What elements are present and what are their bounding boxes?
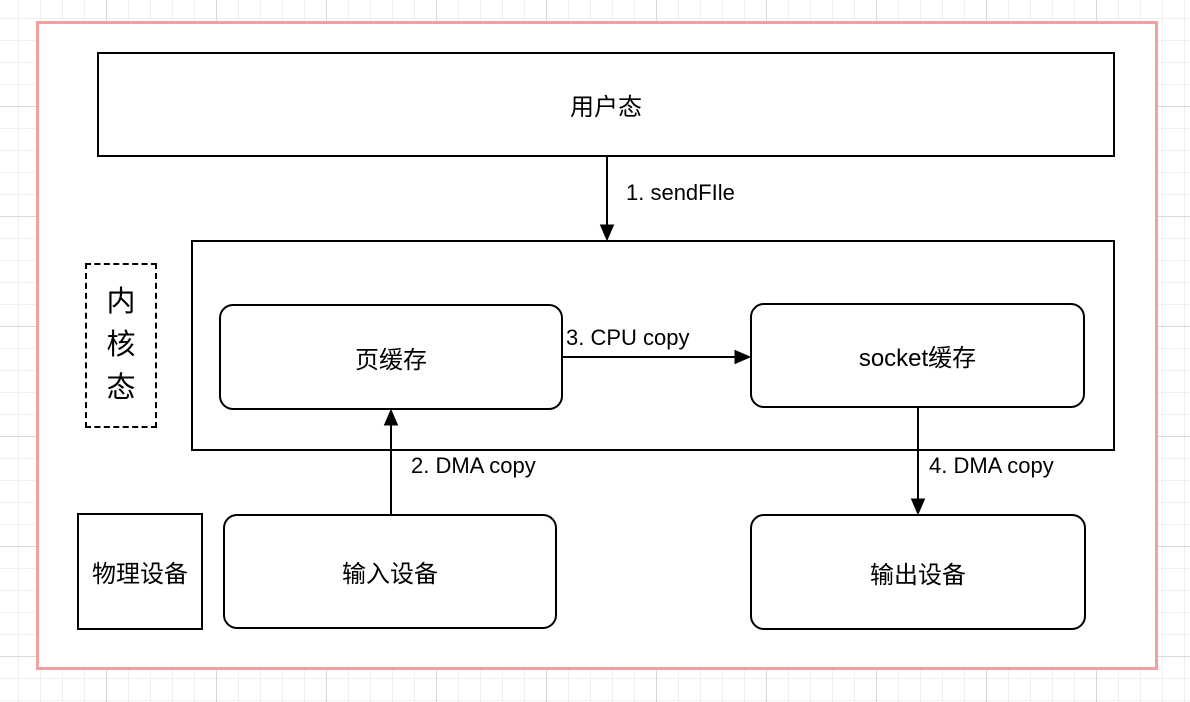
node-output-device-label: 输出设备 bbox=[870, 561, 966, 589]
edge-cpu-copy-label: 3. CPU copy bbox=[566, 325, 690, 350]
node-user-mode[interactable]: 用户态 bbox=[97, 52, 1115, 157]
edge-dma-copy-out-arrow[interactable] bbox=[910, 408, 926, 516]
node-physical-device[interactable]: 物理设备 bbox=[77, 513, 203, 630]
node-output-device[interactable]: 输出设备 bbox=[750, 514, 1086, 630]
edge-cpu-copy-arrow[interactable] bbox=[563, 349, 752, 365]
node-socket-cache[interactable]: socket缓存 bbox=[750, 303, 1085, 408]
edge-dma-copy-in-label: 2. DMA copy bbox=[411, 453, 536, 478]
edge-dma-copy-in-arrow[interactable] bbox=[383, 408, 399, 514]
edge-sendfile-label: 1. sendFIle bbox=[626, 180, 735, 205]
node-kernel-mode-char-2: 核 bbox=[106, 329, 136, 361]
edge-dma-copy-out-label: 4. DMA copy bbox=[929, 453, 1054, 478]
node-user-mode-label: 用户态 bbox=[570, 94, 642, 121]
node-input-device[interactable]: 输入设备 bbox=[223, 514, 557, 629]
node-kernel-mode-char-3: 态 bbox=[106, 372, 136, 404]
node-socket-cache-label: socket缓存 bbox=[858, 345, 977, 372]
node-input-device-label: 输入设备 bbox=[342, 561, 438, 588]
node-kernel-mode-char-1: 内 bbox=[106, 286, 136, 318]
node-physical-device-label: 物理设备 bbox=[92, 561, 188, 588]
edge-sendfile-arrow[interactable] bbox=[599, 157, 615, 242]
node-page-cache[interactable]: 页缓存 bbox=[219, 304, 563, 410]
node-kernel-mode[interactable]: 内 核 态 bbox=[85, 263, 157, 428]
node-page-cache-label: 页缓存 bbox=[355, 346, 427, 374]
